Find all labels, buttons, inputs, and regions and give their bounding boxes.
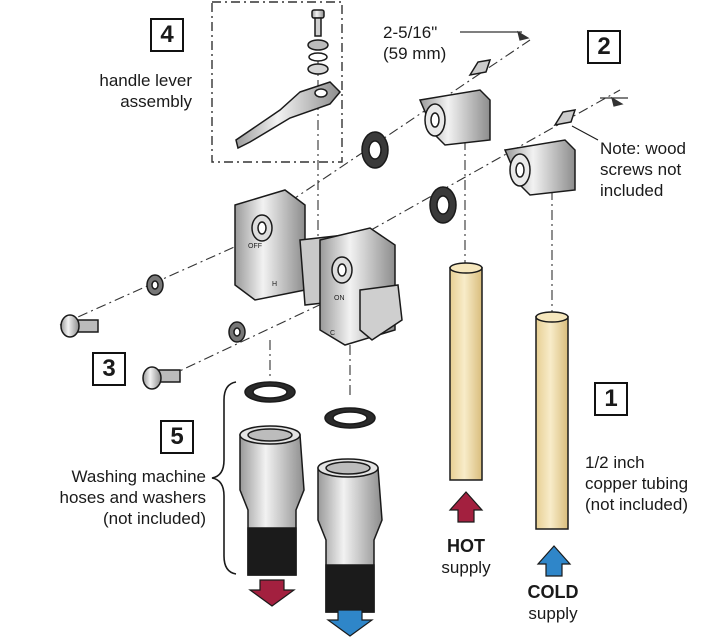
cold-drain-arrow-icon [326,609,374,637]
valve-off-mark: OFF [248,243,262,250]
hoses-brace [211,381,237,575]
note-leader [571,125,599,141]
callout-4: 4 [150,18,184,52]
cold-supply-arrow-icon [536,545,572,577]
hoses-label: Washing machine hoses and washers (not i… [59,467,206,528]
callout-1: 1 [594,382,628,416]
cold-supply-label: COLD supply [527,582,579,623]
valve-c-mark: C [330,330,335,337]
rubber-washers [146,131,457,343]
hot-supply-arrow-icon [448,491,484,523]
callout-5: 5 [160,420,194,454]
hose-washers [244,381,376,429]
callout-2: 2 [587,30,621,64]
dimension-arrows [460,30,628,107]
hot-drain-arrow-icon [248,579,296,607]
mounting-screws [60,314,181,390]
handle-lever-label: handle lever assembly [99,71,192,111]
valve-on-mark: ON [334,295,345,302]
washing-machine-hoses [239,425,383,613]
handle-assembly-box [211,1,343,163]
wood-screws-note: Note: wood screws not included [600,139,686,200]
adapter-fittings [418,59,577,196]
valve-h-mark: H [272,281,277,288]
callout-3: 3 [92,352,126,386]
flow-arrows [248,491,572,637]
valve-body [234,189,403,346]
handle-lever-assembly [235,9,342,150]
dimension-label: 2-5/16" (59 mm) [383,23,447,63]
copper-tubes [449,262,569,530]
hot-supply-label: HOT supply [441,536,491,577]
copper-tubing-label: 1/2 inch copper tubing (not included) [585,453,689,514]
